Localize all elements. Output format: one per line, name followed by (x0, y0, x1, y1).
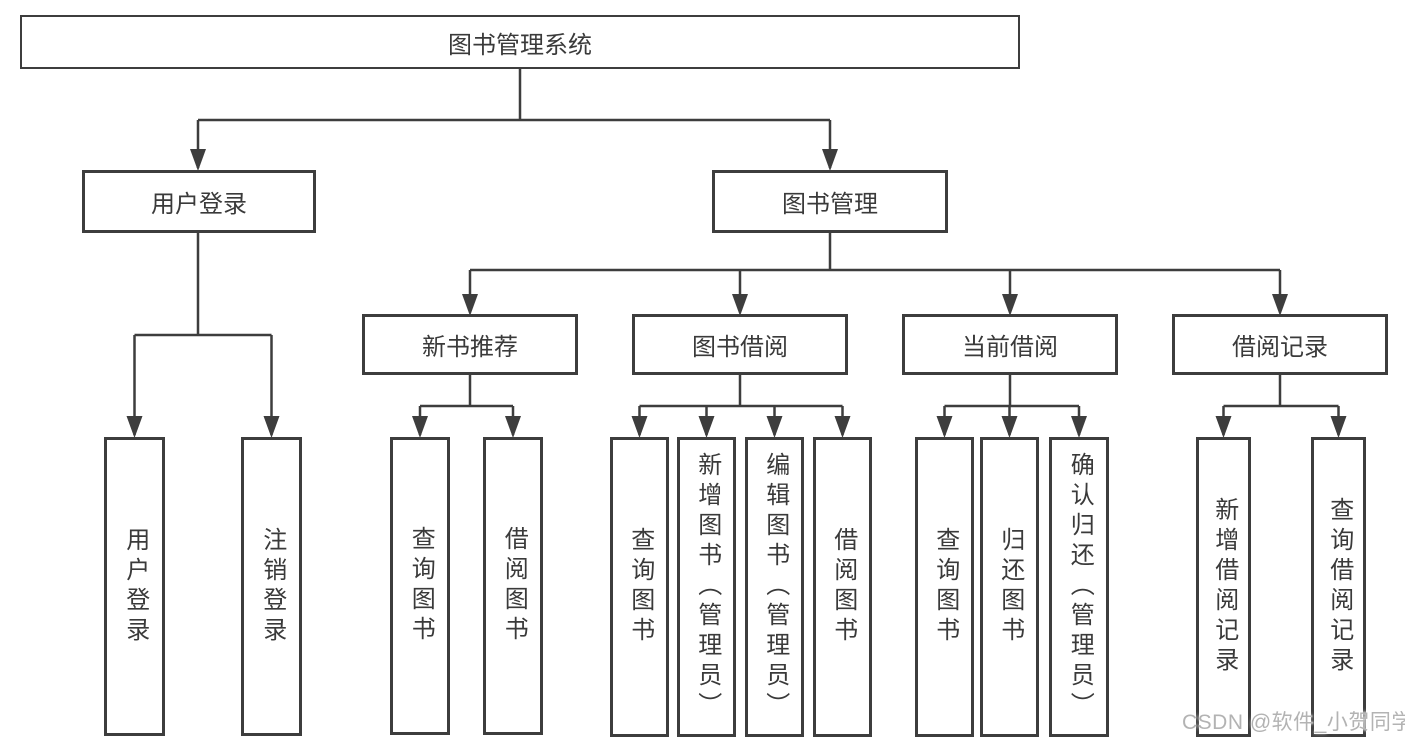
leaf-return-books: 归还图书 (980, 437, 1039, 737)
node-book-borrow-label: 图书借阅 (692, 334, 788, 361)
node-book-management-label: 图书管理 (782, 191, 878, 218)
leaf-query-borrow-record: 查询借阅记录 (1311, 437, 1366, 737)
node-borrow-records: 借阅记录 (1172, 314, 1388, 375)
leaf-borrow-books-recommend: 借阅图书 (483, 437, 543, 735)
node-borrow-records-label: 借阅记录 (1232, 334, 1328, 361)
leaf-user-login: 用户登录 (104, 437, 165, 736)
leaf-logout-label: 注销登录 (258, 526, 286, 647)
leaf-confirm-return-admin-label: 确认归还（管理员） (1066, 452, 1094, 722)
leaf-confirm-return-admin: 确认归还（管理员） (1049, 437, 1109, 737)
leaf-user-login-label: 用户登录 (121, 526, 149, 647)
leaf-add-borrow-record: 新增借阅记录 (1196, 437, 1251, 737)
leaf-edit-books-admin-label: 编辑图书（管理员） (761, 452, 789, 722)
leaf-borrow-books-label: 借阅图书 (829, 527, 857, 647)
node-user-login: 用户登录 (82, 170, 316, 233)
node-current-borrow: 当前借阅 (902, 314, 1118, 375)
node-user-login-label: 用户登录 (151, 191, 247, 218)
node-book-management: 图书管理 (712, 170, 948, 233)
watermark: CSDN @软件_小贺同学 (1182, 711, 1405, 734)
leaf-return-books-label: 归还图书 (996, 527, 1024, 647)
arrowheads (126, 149, 1347, 438)
leaf-add-books-admin: 新增图书（管理员） (677, 437, 736, 737)
leaf-query-borrow-record-label: 查询借阅记录 (1325, 497, 1353, 677)
node-root-label: 图书管理系统 (448, 31, 592, 59)
leaf-query-books-current: 查询图书 (915, 437, 974, 737)
node-new-book-recommend: 新书推荐 (362, 314, 578, 375)
leaf-add-books-admin-label: 新增图书（管理员） (693, 452, 721, 722)
leaf-logout: 注销登录 (241, 437, 302, 736)
node-root: 图书管理系统 (20, 15, 1020, 69)
leaf-borrow-books: 借阅图书 (813, 437, 872, 737)
leaf-borrow-books-recommend-label: 借阅图书 (500, 526, 528, 646)
leaf-edit-books-admin: 编辑图书（管理员） (745, 437, 804, 737)
leaf-query-books-current-label: 查询图书 (931, 527, 959, 647)
node-current-borrow-label: 当前借阅 (962, 334, 1058, 361)
leaf-query-books-recommend: 查询图书 (390, 437, 450, 735)
node-new-book-recommend-label: 新书推荐 (422, 334, 518, 361)
node-book-borrow: 图书借阅 (632, 314, 848, 375)
leaf-query-books-borrow-label: 查询图书 (626, 527, 654, 647)
leaf-query-books-recommend-label: 查询图书 (407, 526, 435, 646)
leaf-add-borrow-record-label: 新增借阅记录 (1210, 497, 1238, 677)
leaf-query-books-borrow: 查询图书 (610, 437, 669, 737)
